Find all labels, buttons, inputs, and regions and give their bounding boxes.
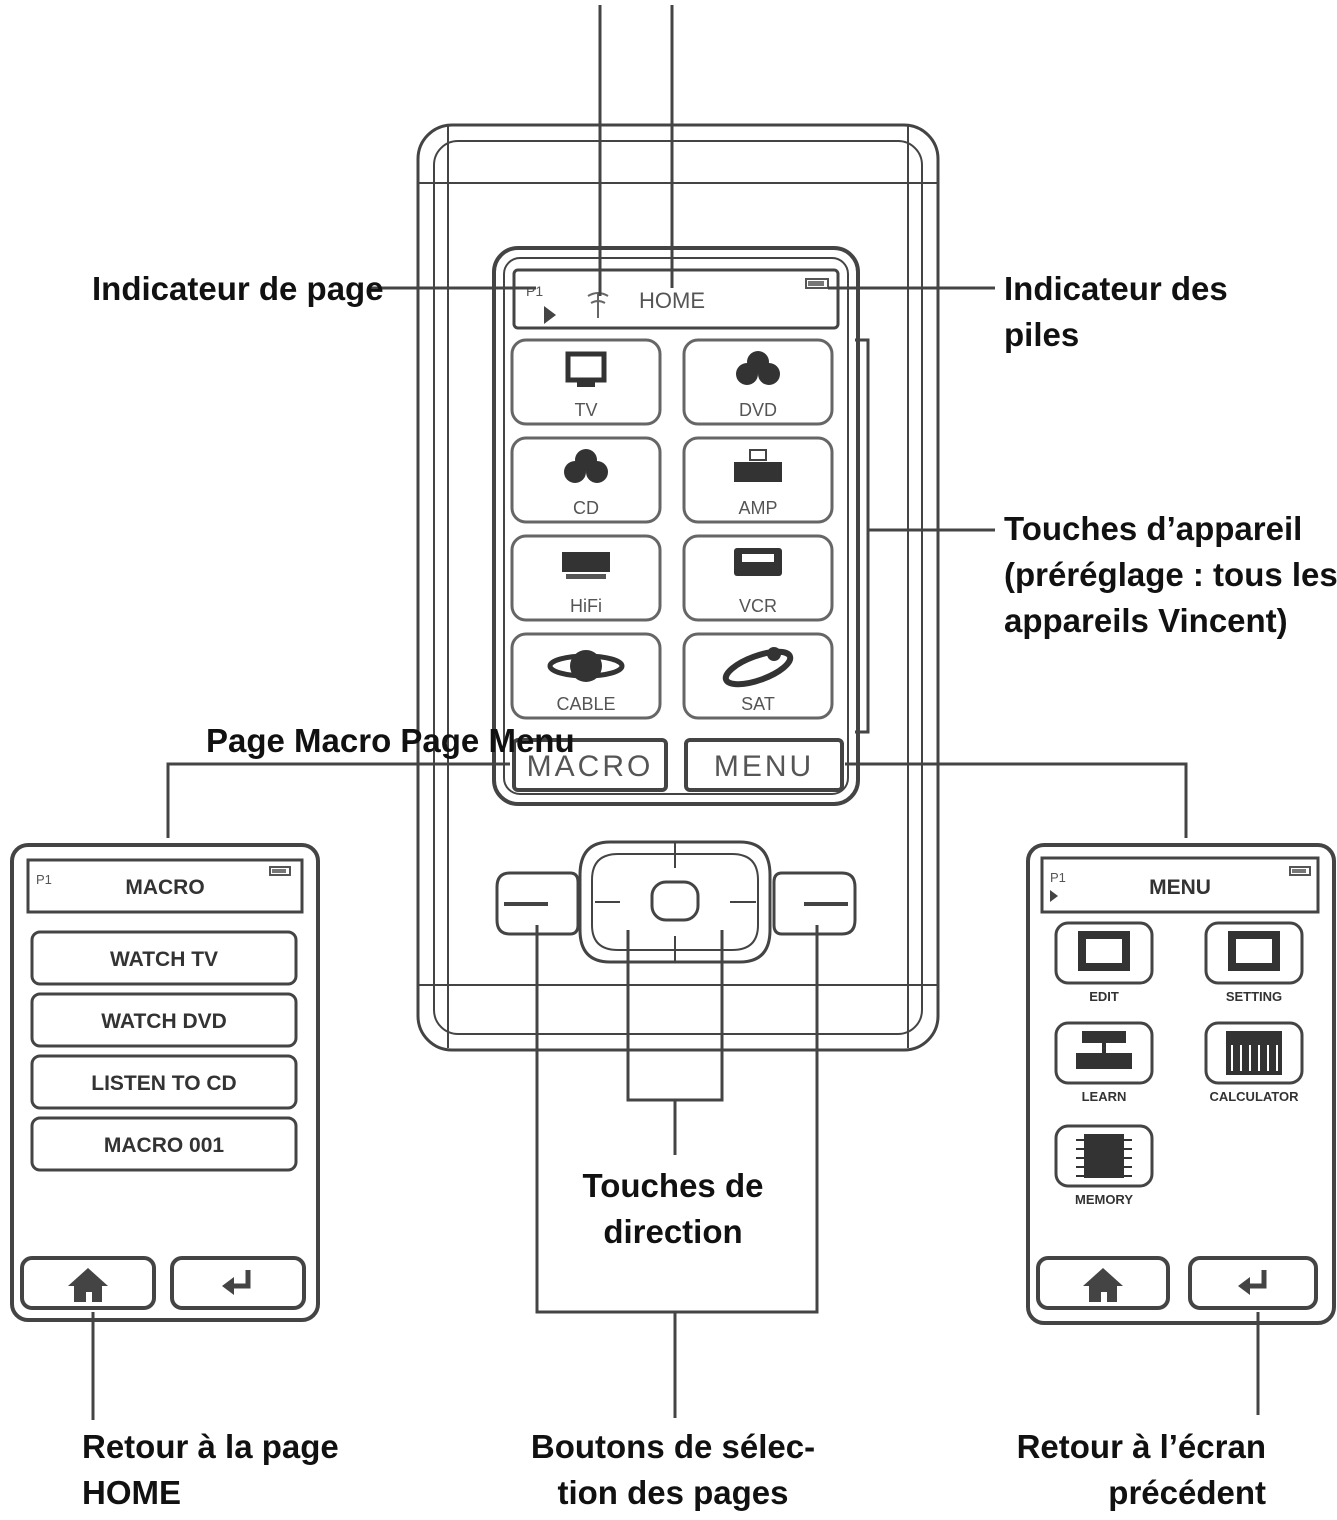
sat-icon bbox=[722, 647, 794, 688]
device-button-cable[interactable]: CABLE bbox=[510, 632, 662, 720]
device-button-cd[interactable]: CD bbox=[510, 436, 662, 524]
page-arrow-icon bbox=[544, 306, 556, 324]
macro-item-label: LISTEN TO CD bbox=[91, 1072, 236, 1095]
menu-icon-grid: EDIT SETTING LEARN CALCULATOR MEMORY bbox=[1054, 921, 1304, 1207]
menu-item-label: CALCULATOR bbox=[1209, 1089, 1299, 1104]
learn-icon bbox=[1076, 1031, 1132, 1069]
menu-page-indicator: P1 bbox=[1050, 870, 1066, 885]
setting-icon bbox=[1228, 931, 1280, 971]
cd-icon bbox=[564, 449, 608, 483]
menu-item-label: SETTING bbox=[1226, 989, 1282, 1004]
device-label: HiFi bbox=[570, 596, 602, 616]
label-back-line2: précédent bbox=[1108, 1474, 1266, 1511]
device-label: DVD bbox=[739, 400, 777, 420]
device-grid: TV DVD CD AMP HiFi VCR CABLE SAT bbox=[510, 338, 834, 720]
home-icon bbox=[1083, 1268, 1123, 1302]
home-button[interactable] bbox=[1036, 1256, 1170, 1310]
cable-icon bbox=[547, 650, 625, 682]
menu-item-edit[interactable]: EDIT bbox=[1054, 921, 1154, 1004]
back-button[interactable] bbox=[170, 1256, 306, 1310]
device-button-sat[interactable]: SAT bbox=[682, 632, 834, 720]
macro-item[interactable]: LISTEN TO CD bbox=[30, 1054, 298, 1110]
macro-item[interactable]: MACRO 001 bbox=[30, 1116, 298, 1172]
label-battery-line2: piles bbox=[1004, 316, 1079, 353]
menu-item-learn[interactable]: LEARN bbox=[1054, 1021, 1154, 1104]
device-label: AMP bbox=[738, 498, 777, 518]
label-direction-line2: direction bbox=[603, 1213, 742, 1250]
back-button[interactable] bbox=[1188, 1256, 1318, 1310]
menu-item-label: LEARN bbox=[1082, 1089, 1127, 1104]
return-arrow-icon bbox=[1246, 1270, 1267, 1289]
device-button-amp[interactable]: AMP bbox=[682, 436, 834, 524]
page-arrow-icon bbox=[1050, 890, 1058, 902]
device-button-hifi[interactable]: HiFi bbox=[510, 534, 662, 622]
hifi-icon bbox=[562, 552, 610, 579]
amp-icon bbox=[734, 449, 782, 482]
signal-icon bbox=[587, 292, 609, 318]
vcr-icon bbox=[734, 548, 782, 576]
device-label: CABLE bbox=[556, 694, 615, 714]
leader-lines bbox=[91, 5, 1260, 1420]
macro-list: WATCH TV WATCH DVD LISTEN TO CD MACRO 001 bbox=[30, 930, 298, 1172]
device-label: TV bbox=[574, 400, 597, 420]
menu-item-setting[interactable]: SETTING bbox=[1204, 921, 1304, 1004]
macro-item-label: WATCH TV bbox=[110, 948, 218, 971]
page-left-button[interactable] bbox=[495, 871, 580, 936]
label-back-line1: Retour à l’écran bbox=[1017, 1428, 1266, 1465]
label-device-keys-line3: appareils Vincent) bbox=[1004, 602, 1288, 639]
menu-item-calculator[interactable]: CALCULATOR bbox=[1204, 1021, 1304, 1104]
menu-screen-title: MENU bbox=[1149, 876, 1211, 899]
battery-icon bbox=[269, 866, 291, 876]
macro-button[interactable]: MACRO bbox=[512, 738, 668, 792]
home-button[interactable] bbox=[20, 1256, 156, 1310]
macro-item-label: WATCH DVD bbox=[101, 1010, 227, 1033]
label-page-select-line1: Boutons de sélec- bbox=[531, 1428, 815, 1465]
dvd-icon bbox=[736, 351, 780, 385]
home-icon bbox=[68, 1268, 108, 1302]
macro-page-indicator: P1 bbox=[36, 872, 52, 887]
label-home-return-line1: Retour à la page bbox=[82, 1428, 339, 1465]
direction-pad[interactable] bbox=[578, 840, 772, 964]
device-label: CD bbox=[573, 498, 599, 518]
label-page-indicator: Indicateur de page bbox=[92, 270, 384, 307]
calculator-icon bbox=[1226, 1031, 1282, 1075]
device-button-tv[interactable]: TV bbox=[510, 338, 662, 426]
label-battery-line1: Indicateur des bbox=[1004, 270, 1228, 307]
edit-icon bbox=[1078, 931, 1130, 971]
device-button-vcr[interactable]: VCR bbox=[682, 534, 834, 622]
macro-screen: P1 MACRO WATCH TV WATCH DVD LISTEN TO CD MA… bbox=[10, 843, 320, 1322]
main-page-indicator: P1 bbox=[526, 283, 543, 299]
label-direction-line1: Touches de bbox=[583, 1167, 764, 1204]
label-device-keys-line2: (préréglage : tous les bbox=[1004, 556, 1337, 593]
menu-item-label: EDIT bbox=[1089, 989, 1119, 1004]
macro-screen-title: MACRO bbox=[125, 876, 204, 899]
menu-screen: P1 MENU EDIT SETTING LEARN CALCULATOR MEMORY bbox=[1026, 843, 1336, 1325]
label-page-select-line2: tion des pages bbox=[557, 1474, 788, 1511]
label-page-macro-menu: Page Macro Page Menu bbox=[206, 722, 575, 759]
menu-button-label: MENU bbox=[714, 750, 814, 783]
device-label: SAT bbox=[741, 694, 775, 714]
return-arrow-icon bbox=[230, 1270, 251, 1289]
macro-item-label: MACRO 001 bbox=[104, 1134, 225, 1157]
macro-item[interactable]: WATCH DVD bbox=[30, 992, 298, 1048]
memory-icon bbox=[1076, 1134, 1132, 1178]
menu-button[interactable]: MENU bbox=[684, 738, 844, 792]
dpad-center-button[interactable] bbox=[650, 880, 700, 922]
menu-item-label: MEMORY bbox=[1075, 1192, 1133, 1207]
battery-icon bbox=[805, 278, 829, 289]
main-screen-title: HOME bbox=[639, 288, 705, 313]
label-home-return-line2: HOME bbox=[82, 1474, 181, 1511]
device-button-dvd[interactable]: DVD bbox=[682, 338, 834, 426]
device-label: VCR bbox=[739, 596, 777, 616]
page-right-button[interactable] bbox=[772, 871, 857, 936]
tv-icon bbox=[565, 351, 607, 387]
macro-button-label: MACRO bbox=[527, 750, 654, 783]
menu-item-memory[interactable]: MEMORY bbox=[1054, 1124, 1154, 1207]
battery-icon bbox=[1289, 866, 1311, 876]
label-device-keys-line1: Touches d’appareil bbox=[1004, 510, 1302, 547]
macro-item[interactable]: WATCH TV bbox=[30, 930, 298, 986]
